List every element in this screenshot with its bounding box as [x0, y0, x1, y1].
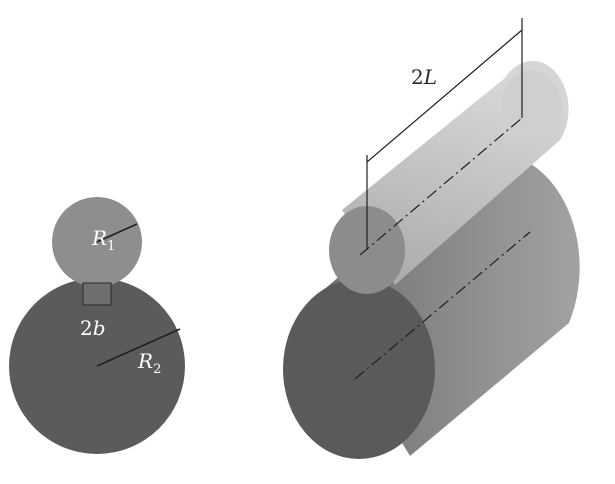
small-cylinder-back-cap	[501, 70, 563, 142]
contact-width-label: 2b	[80, 316, 106, 340]
large-cylinder-face	[283, 279, 435, 459]
r2-label: R2	[137, 349, 161, 377]
large-axis-line	[354, 231, 531, 380]
length-label: 2L	[411, 65, 437, 89]
isometric-view: 2L	[283, 18, 580, 459]
r1-radius-line	[96, 223, 138, 243]
contact-zone	[82, 282, 112, 306]
r2-radius-line	[96, 328, 181, 367]
r1-label: R1	[91, 226, 115, 254]
small-axis-line	[359, 117, 523, 256]
dim-line	[366, 29, 523, 163]
cross-section-view: R1 R2 2b	[9, 197, 185, 454]
